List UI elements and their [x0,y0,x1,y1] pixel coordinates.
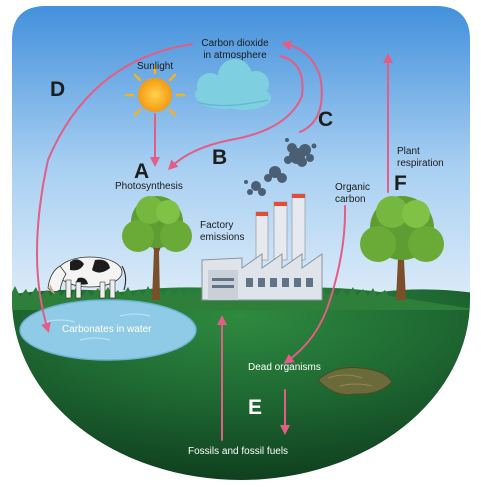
arrow-c [281,40,323,133]
label-organic-line2: carbon [335,194,366,205]
label-factory-line2: emissions [200,232,244,243]
label-sunlight: Sunlight [137,61,173,72]
tree-right [360,196,444,300]
label-co2-line2: in atmosphere [203,50,267,61]
letter-a: A [134,160,149,183]
smoke-cloud [244,138,317,196]
dead-organisms-mound [317,367,393,396]
cloud-icon [195,59,271,110]
arrows [36,40,393,441]
tree-left [122,196,192,300]
label-plant-resp-line1: Plant [397,146,420,157]
label-factory-line1: Factory [200,220,233,231]
label-photosynthesis: Photosynthesis [115,181,183,192]
label-fossils: Fossils and fossil fuels [188,446,288,457]
label-plant-resp-line2: respiration [397,158,444,169]
arrow-organic [283,205,347,364]
letter-d: D [50,78,65,101]
label-organic-line1: Organic [335,182,370,193]
pond [19,299,197,361]
letter-b: B [212,146,227,169]
letter-e: E [248,396,262,419]
factory [201,193,323,301]
label-carbonates: Carbonates in water [62,324,152,335]
arrow-b [167,55,304,171]
label-co2-line1: Carbon dioxide [201,38,269,49]
letter-f: F [394,172,407,195]
label-dead-organisms: Dead organisms [248,362,321,373]
cow-icon [47,256,127,299]
letter-c: C [318,108,333,131]
arrow-d [36,43,193,333]
